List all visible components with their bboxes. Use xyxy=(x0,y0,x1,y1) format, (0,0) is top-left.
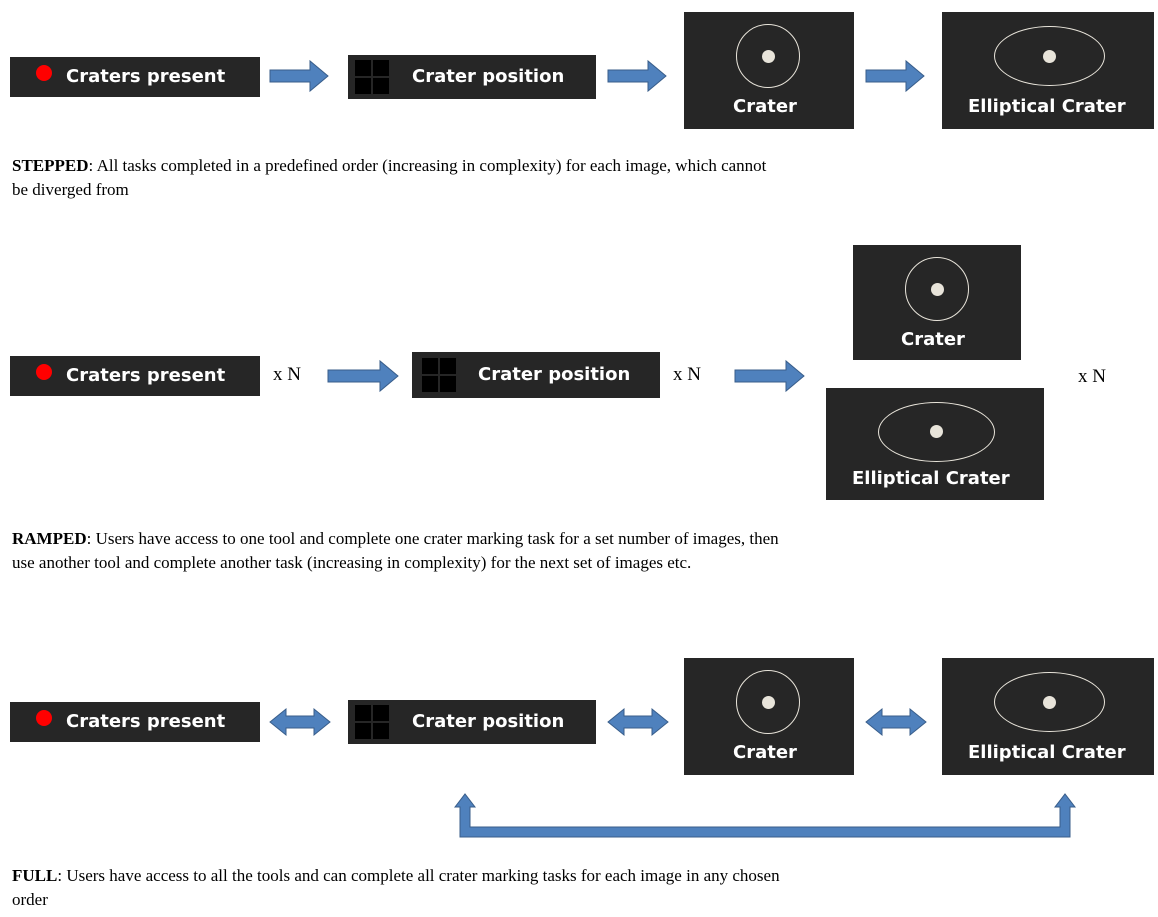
full-elliptical-crater-box: Elliptical Crater xyxy=(942,658,1154,775)
full-crater-box: Crater xyxy=(684,658,854,775)
ellipse-center-dot xyxy=(1043,50,1056,63)
ellipse-icon xyxy=(994,672,1105,732)
stepped-craters-present-box: Craters present xyxy=(10,57,260,97)
ellipse-center-dot xyxy=(930,425,943,438)
red-dot-icon xyxy=(36,364,52,380)
ramped-title: RAMPED xyxy=(12,529,87,548)
stepped-description: STEPPED: All tasks completed in a predef… xyxy=(12,156,767,199)
grid-icon xyxy=(355,60,389,94)
full-description: FULL: Users have access to all the tools… xyxy=(12,866,780,909)
craters-present-label: Craters present xyxy=(66,66,226,87)
elliptical-crater-label: Elliptical Crater xyxy=(968,96,1126,117)
red-dot-icon xyxy=(36,710,52,726)
crater-center-dot xyxy=(762,50,775,63)
crater-label: Crater xyxy=(733,742,797,763)
crater-label: Crater xyxy=(901,329,965,350)
full-double-arrow-2 xyxy=(607,707,669,737)
elliptical-crater-label: Elliptical Crater xyxy=(852,468,1010,489)
ramped-elliptical-crater-box: Elliptical Crater xyxy=(826,388,1044,500)
stepped-crater-position-box: Crater position xyxy=(348,55,596,99)
crater-center-dot xyxy=(931,283,944,296)
ramped-arrow-2 xyxy=(734,359,805,393)
elliptical-crater-label: Elliptical Crater xyxy=(968,742,1126,763)
craters-present-label: Craters present xyxy=(66,365,226,386)
stepped-arrow-3 xyxy=(865,59,925,93)
ramped-craters-present-box: Craters present xyxy=(10,356,260,396)
full-title: FULL xyxy=(12,866,58,885)
crater-position-label: Crater position xyxy=(412,711,565,732)
full-crater-position-box: Crater position xyxy=(348,700,596,744)
red-dot-icon xyxy=(36,65,52,81)
ramped-arrow-1 xyxy=(327,359,399,393)
ramped-description: RAMPED: Users have access to one tool an… xyxy=(12,529,779,572)
full-double-arrow-3 xyxy=(865,707,927,737)
grid-icon xyxy=(355,705,389,739)
ramped-crater-box: Crater xyxy=(853,245,1021,360)
multiplier-1: x N xyxy=(273,364,301,385)
multiplier-3: x N xyxy=(1078,366,1106,387)
stepped-crater-box: Crater xyxy=(684,12,854,129)
crater-circle-icon xyxy=(736,670,800,734)
ellipse-icon xyxy=(994,26,1105,86)
crater-position-label: Crater position xyxy=(478,364,631,385)
stepped-elliptical-crater-box: Elliptical Crater xyxy=(942,12,1154,129)
full-bracket-arrow xyxy=(453,793,1077,838)
ramped-crater-position-box: Crater position xyxy=(412,352,660,398)
craters-present-label: Craters present xyxy=(66,711,226,732)
ellipse-center-dot xyxy=(1043,696,1056,709)
full-craters-present-box: Craters present xyxy=(10,702,260,742)
stepped-arrow-2 xyxy=(607,59,667,93)
stepped-title: STEPPED xyxy=(12,156,89,175)
crater-position-label: Crater position xyxy=(412,66,565,87)
crater-circle-icon xyxy=(736,24,800,88)
multiplier-2: x N xyxy=(673,364,701,385)
crater-label: Crater xyxy=(733,96,797,117)
full-double-arrow-1 xyxy=(269,707,331,737)
ellipse-icon xyxy=(878,402,995,462)
crater-circle-icon xyxy=(905,257,969,321)
grid-icon xyxy=(422,358,456,392)
stepped-arrow-1 xyxy=(269,59,329,93)
crater-center-dot xyxy=(762,696,775,709)
